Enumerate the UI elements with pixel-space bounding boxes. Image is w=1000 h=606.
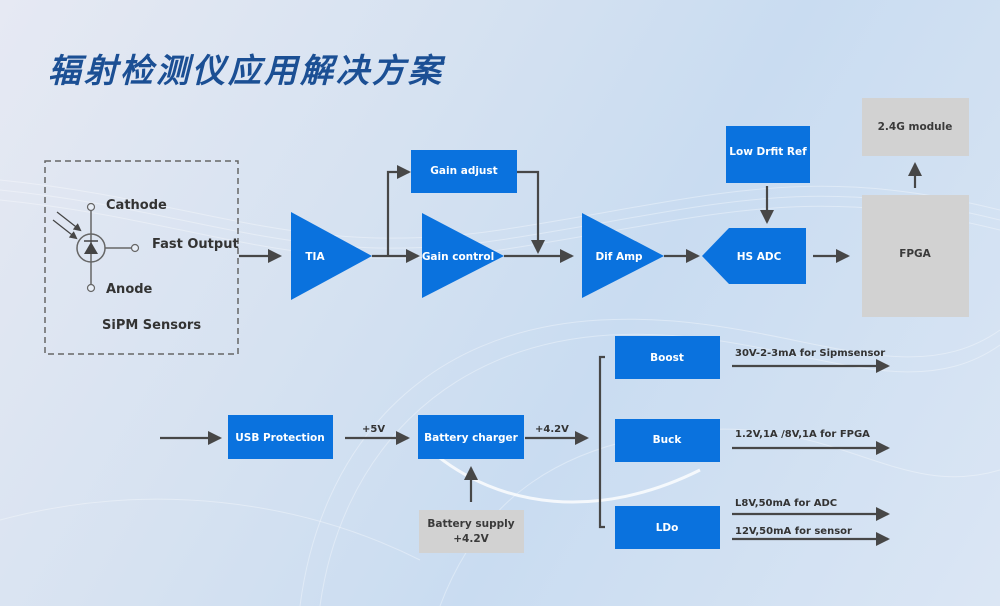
buck-block[interactable]: Buck: [615, 419, 720, 462]
battery-supply-label-2: +4.2V: [453, 533, 489, 545]
buck-label: Buck: [653, 434, 683, 446]
ldo-label: LDo: [656, 522, 679, 534]
low-drift-ref-label: Low Drfit Ref: [729, 146, 807, 158]
boost-label: Boost: [650, 352, 684, 364]
usb-protection-block[interactable]: USB Protection: [228, 415, 333, 459]
boost-block[interactable]: Boost: [615, 336, 720, 379]
ldo-output-2-label: 12V,50mA for sensor: [735, 526, 852, 537]
fpga-block[interactable]: FPGA: [862, 195, 969, 317]
module-24g-block[interactable]: 2.4G module: [862, 98, 969, 156]
gain-adjust-label: Gain adjust: [430, 165, 497, 177]
v42-label: +4.2V: [535, 424, 569, 435]
buck-output-label: 1.2V,1A /8V,1A for FPGA: [735, 429, 870, 440]
gain-adjust-block[interactable]: Gain adjust: [411, 150, 517, 193]
battery-charger-block[interactable]: Battery charger: [418, 415, 524, 459]
battery-charger-label: Battery charger: [424, 432, 519, 444]
battery-supply-block[interactable]: Battery supply +4.2V: [419, 510, 524, 553]
battery-supply-label-1: Battery supply: [427, 518, 514, 530]
sipm-sensor-block: Cathode Fast Output Anode SiPM Sensors: [44, 160, 239, 355]
dif-amp-block[interactable]: Dif Amp: [582, 213, 664, 298]
tia-label: TIA: [305, 251, 325, 263]
page-title: 辐射检测仪应用解决方案: [48, 51, 444, 90]
low-drift-ref-block[interactable]: Low Drfit Ref: [726, 126, 810, 183]
gain-control-block[interactable]: Gain control: [422, 213, 504, 298]
tia-block[interactable]: TIA: [291, 212, 372, 300]
cathode-label: Cathode: [106, 198, 167, 213]
boost-output-label: 30V-2-3mA for Sipmsensor: [735, 348, 885, 359]
ldo-output-1-label: L8V,50mA for ADC: [735, 498, 837, 509]
usb-protection-label: USB Protection: [235, 432, 325, 444]
fast-output-label: Fast Output: [152, 237, 239, 252]
dif-amp-label: Dif Amp: [595, 251, 643, 263]
hs-adc-label: HS ADC: [737, 251, 782, 263]
v5-label: +5V: [362, 424, 385, 435]
sipm-sensors-label: SiPM Sensors: [102, 318, 201, 333]
gain-control-label: Gain control: [422, 251, 494, 263]
ldo-block[interactable]: LDo: [615, 506, 720, 549]
fpga-label: FPGA: [899, 248, 931, 260]
module-24g-label: 2.4G module: [878, 121, 953, 133]
anode-label: Anode: [106, 282, 153, 297]
hs-adc-block[interactable]: HS ADC: [702, 228, 806, 284]
